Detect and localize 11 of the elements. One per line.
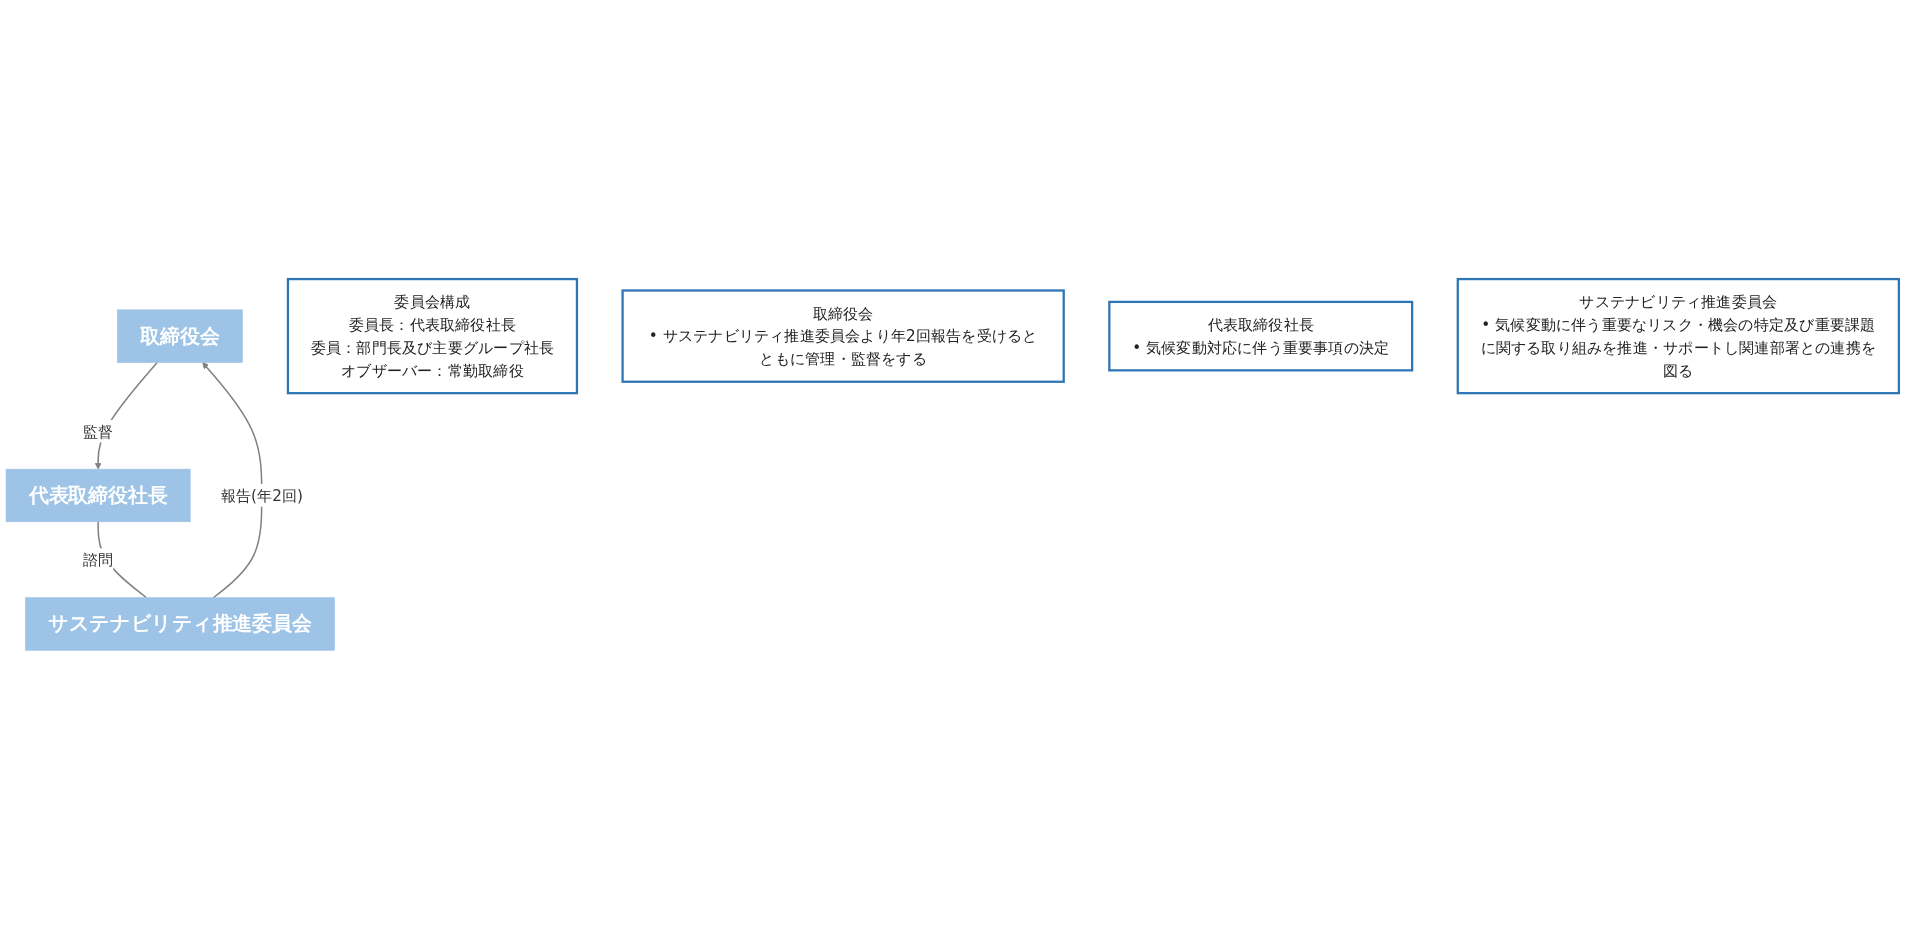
node-box: サステナビリティ推進委員会 • 気候変動に伴う重要なリスク・機会の特定及び重要課題に関する取り組みを推進・サポートし関連部署との連携を図る bbox=[1456, 277, 1901, 395]
edge-label: 監督 bbox=[82, 421, 114, 441]
edge-label: 報告(年2回) bbox=[220, 486, 303, 505]
node-box: 委員会構成 委員長：代表取締役社長 委員：部門長及び主要グループ社長 オブザーバー：常勤取締役 bbox=[286, 277, 579, 395]
node-box: 代表取締役社長 bbox=[5, 468, 191, 522]
node-box: サステナビリティ推進委員会 bbox=[25, 597, 335, 651]
edge-label: 諮問 bbox=[82, 550, 114, 569]
node-box: 取締役会 • サステナビリティ推進委員会より年2回報告を受けるとともに管理・監督をする bbox=[621, 289, 1065, 383]
node-box: 取締役会 bbox=[117, 309, 243, 363]
node-box: 代表取締役社長 • 気候変動対応に伴う重要事項の決定 bbox=[1108, 300, 1414, 372]
arrow bbox=[202, 361, 263, 599]
